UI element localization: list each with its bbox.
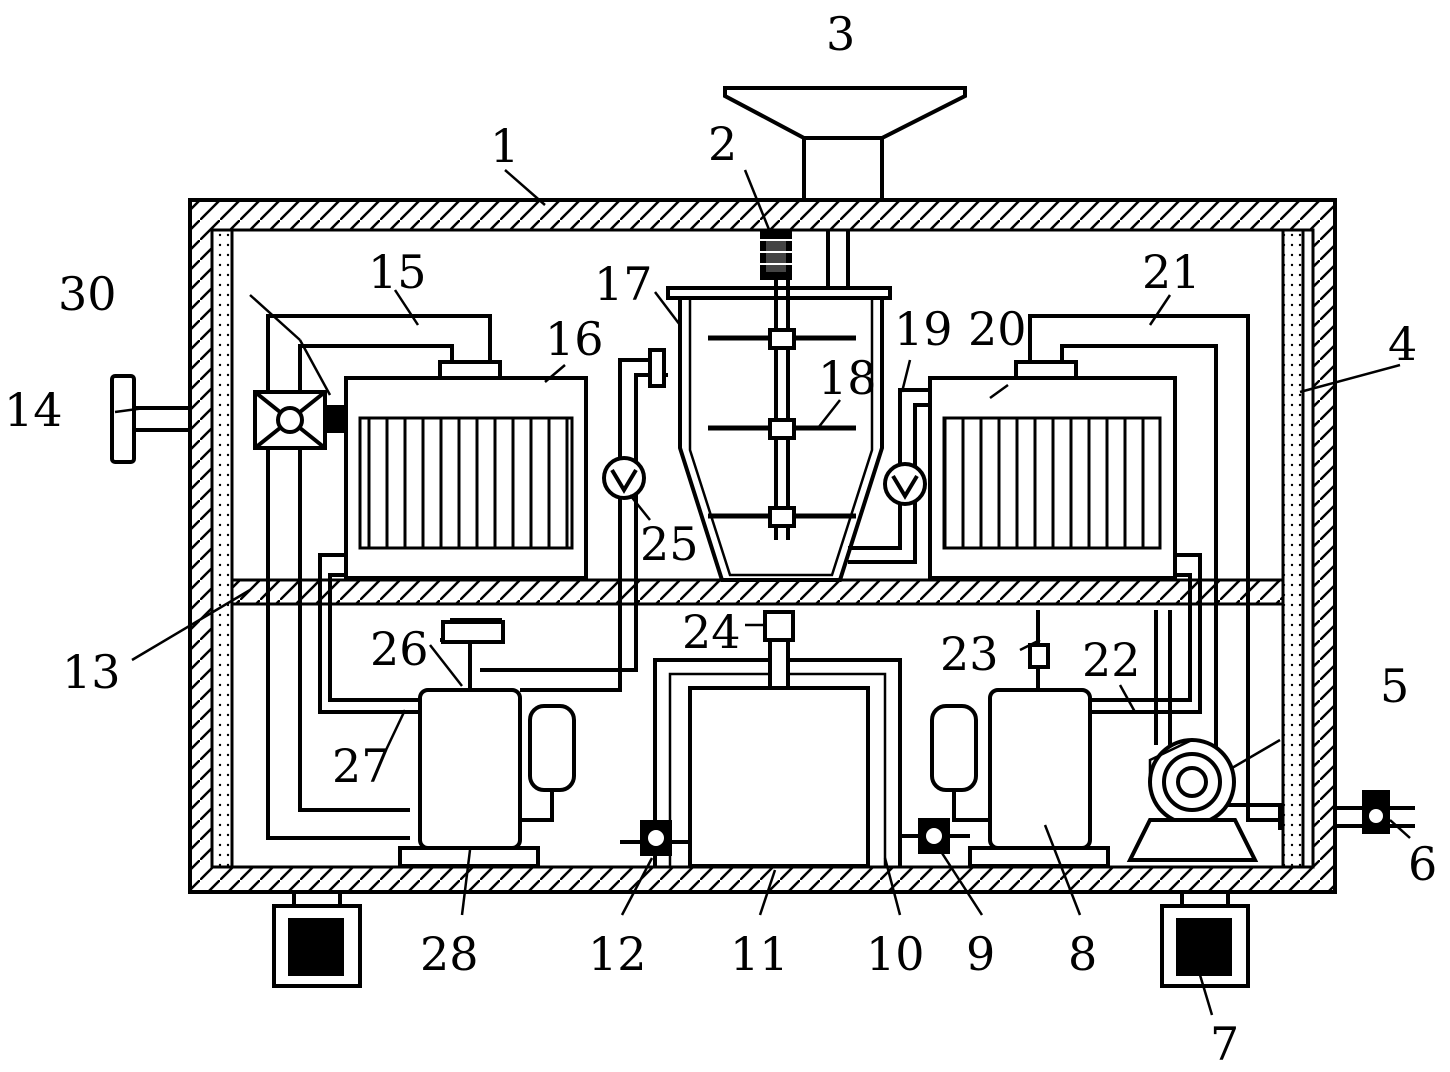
mixing-tank xyxy=(666,280,892,582)
label-2: 2 xyxy=(708,117,737,171)
foot-left xyxy=(272,890,362,988)
insulation-left xyxy=(210,228,234,869)
label-6: 6 xyxy=(1408,837,1437,891)
label-26: 26 xyxy=(370,622,429,676)
label-18: 18 xyxy=(818,351,877,405)
label-12: 12 xyxy=(588,927,647,981)
piping-left xyxy=(266,314,492,840)
label-19: 19 xyxy=(894,302,953,356)
label-3: 3 xyxy=(826,7,855,61)
pump-left xyxy=(480,348,668,692)
label-8: 8 xyxy=(1068,927,1097,981)
label-25: 25 xyxy=(640,517,699,571)
label-24: 24 xyxy=(682,605,741,659)
valve-block xyxy=(253,390,347,450)
label-9: 9 xyxy=(966,927,995,981)
valve-12 xyxy=(620,820,690,856)
label-27: 27 xyxy=(332,739,391,793)
blower xyxy=(1126,610,1282,862)
label-7: 7 xyxy=(1210,1017,1239,1071)
label-28: 28 xyxy=(420,927,479,981)
label-21: 21 xyxy=(1142,245,1201,299)
heat-exchanger-left xyxy=(344,360,588,580)
label-23: 23 xyxy=(940,627,999,681)
heat-exchanger-right xyxy=(928,360,1177,580)
valve-9 xyxy=(900,818,970,854)
label-5: 5 xyxy=(1380,659,1409,713)
motor xyxy=(760,230,792,280)
insulation-right xyxy=(1281,228,1305,869)
outlet-valve xyxy=(1335,790,1415,834)
part-labels: 1 2 3 4 5 6 7 8 9 10 11 12 13 14 15 16 1… xyxy=(4,7,1437,1071)
label-10: 10 xyxy=(866,927,925,981)
feed-hopper xyxy=(723,86,967,288)
label-14: 14 xyxy=(4,383,63,437)
pump-right xyxy=(848,388,930,564)
label-4: 4 xyxy=(1388,317,1417,371)
compressor-right xyxy=(930,610,1110,868)
label-30: 30 xyxy=(58,267,117,321)
label-11: 11 xyxy=(730,927,789,981)
label-17: 17 xyxy=(594,257,653,311)
label-13: 13 xyxy=(62,645,121,699)
label-16: 16 xyxy=(545,312,604,366)
label-20: 20 xyxy=(968,302,1027,356)
label-1: 1 xyxy=(490,119,519,173)
handle xyxy=(110,374,192,464)
middle-plate xyxy=(230,578,1285,606)
label-15: 15 xyxy=(368,245,427,299)
leader-lines xyxy=(114,169,1411,1016)
foot-right xyxy=(1160,890,1250,988)
piping-right xyxy=(1028,314,1280,822)
label-22: 22 xyxy=(1082,633,1141,687)
